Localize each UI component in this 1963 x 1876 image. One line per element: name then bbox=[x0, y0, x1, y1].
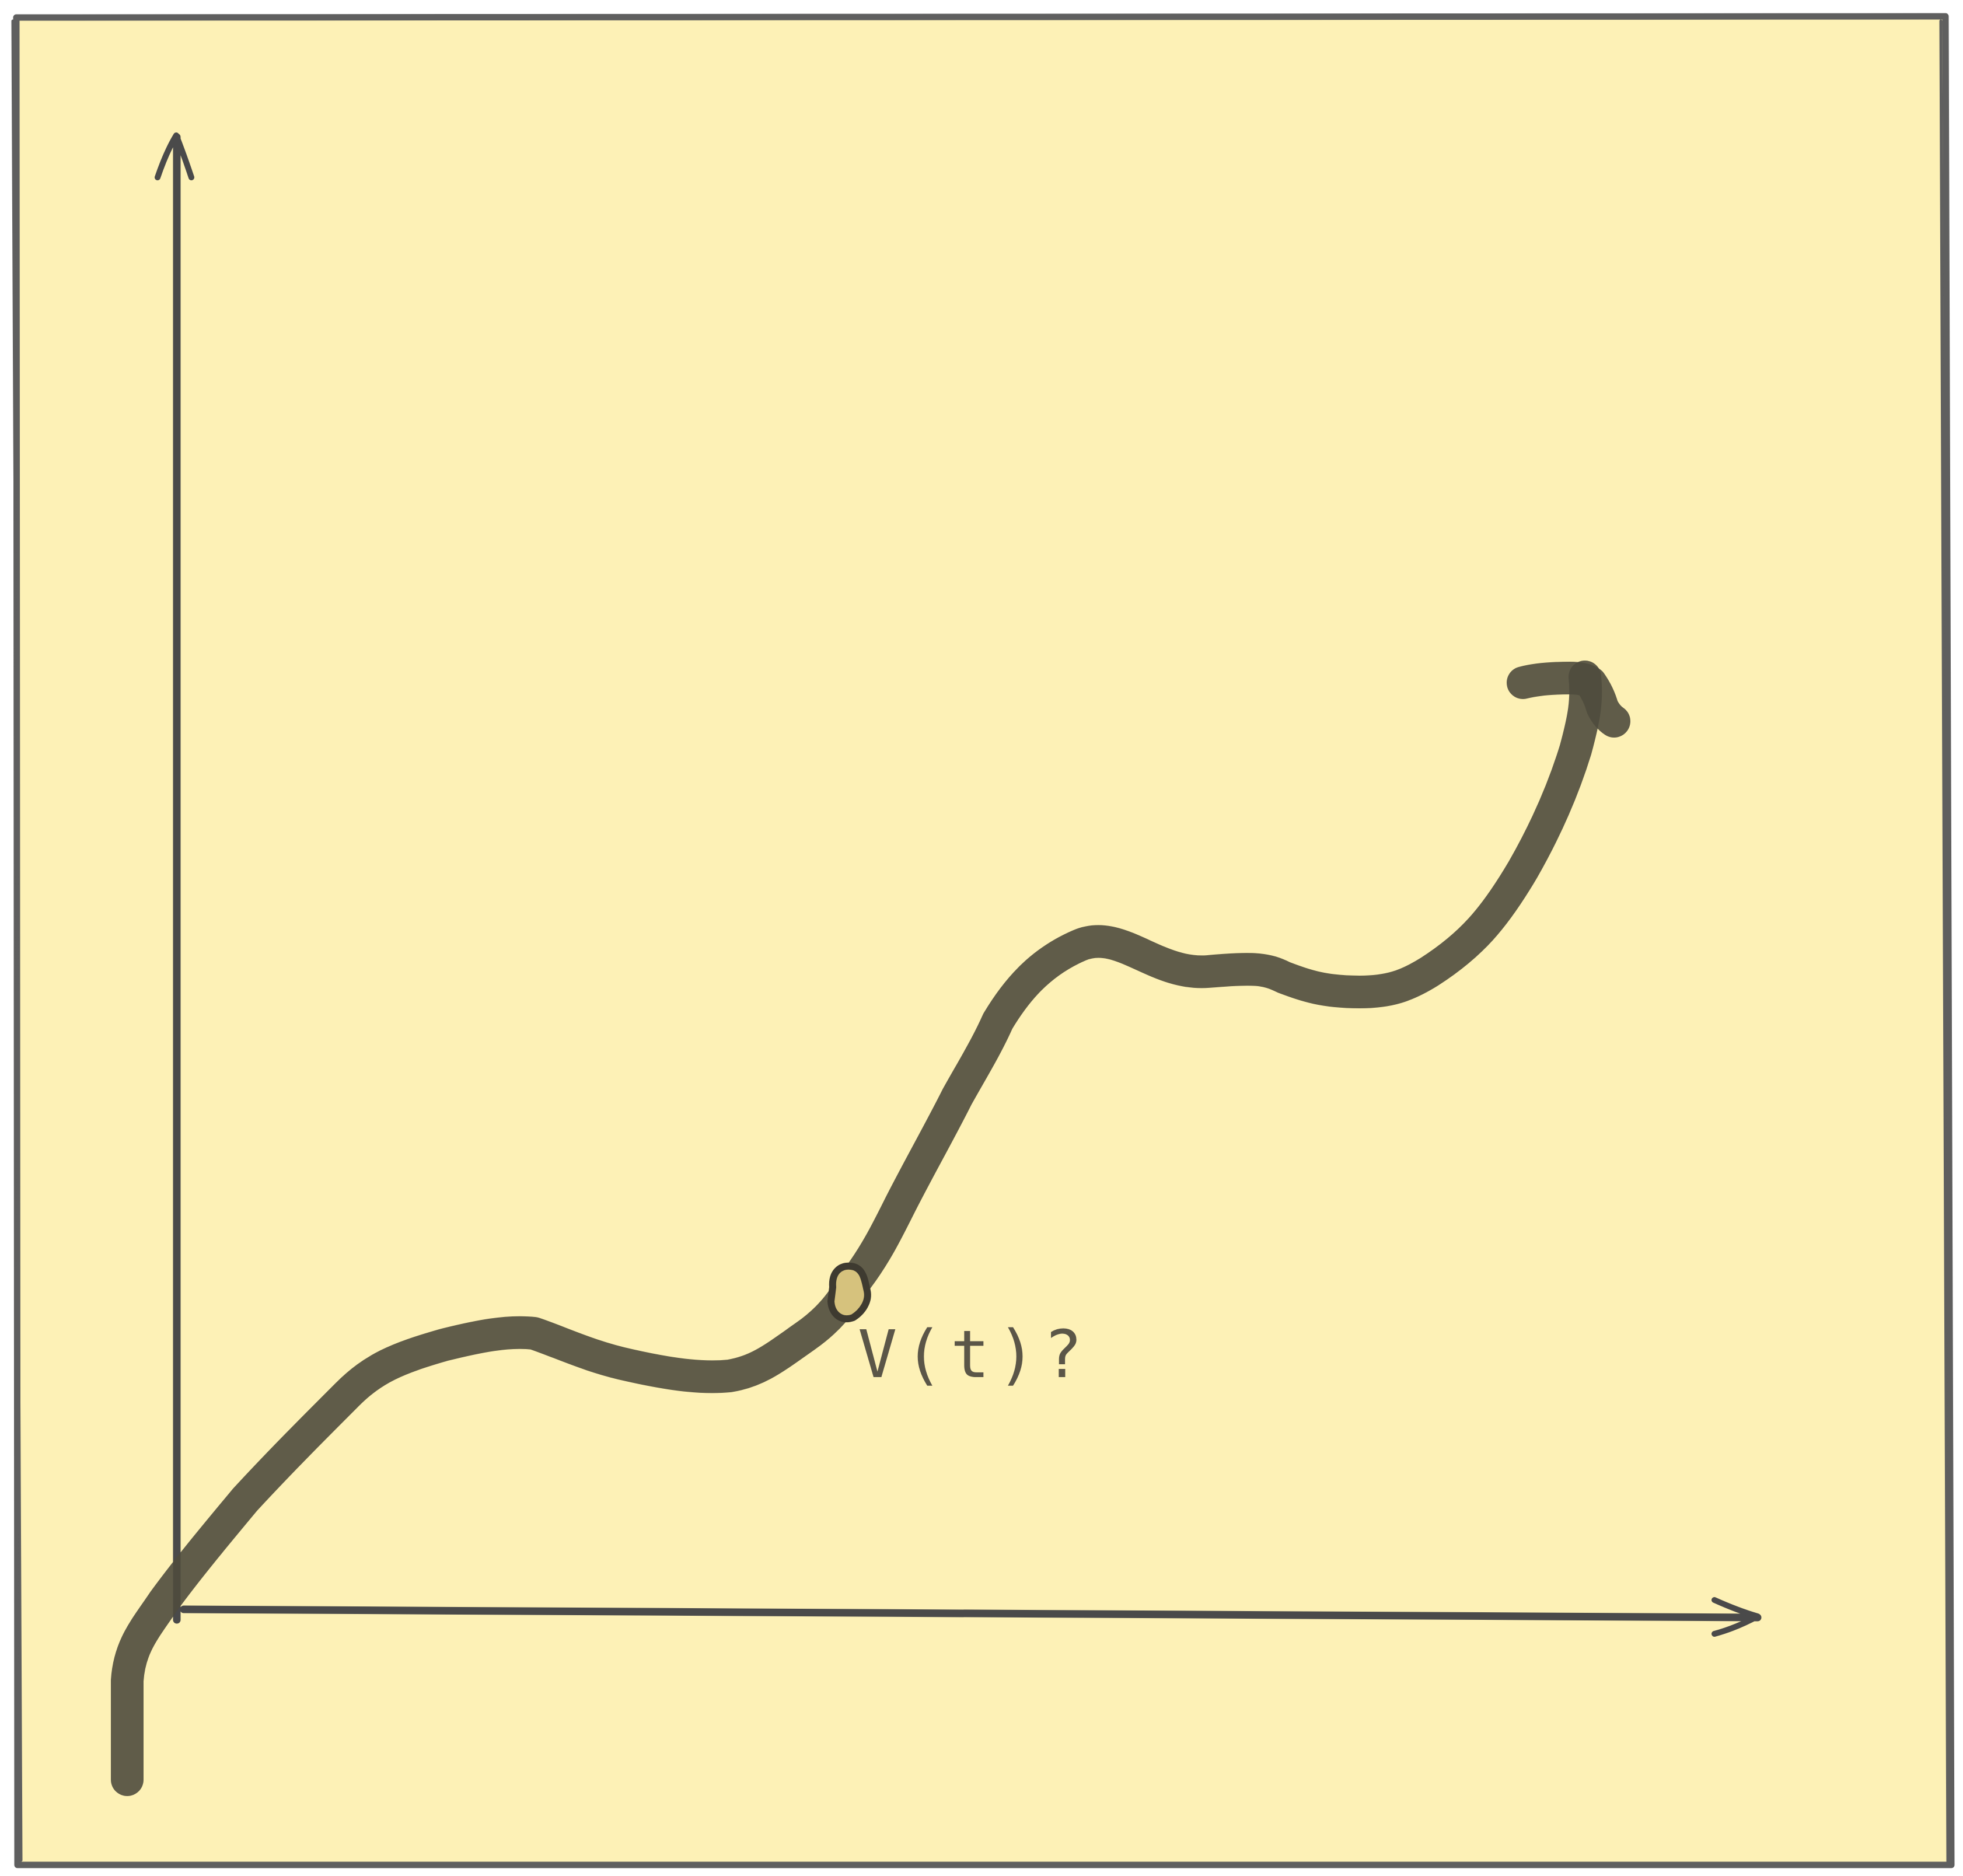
x-axis bbox=[180, 1597, 1762, 1637]
point-label: V(t)? bbox=[858, 1317, 1089, 1393]
curve-point-marker bbox=[827, 1262, 871, 1322]
note-frame-sketch-line bbox=[11, 19, 1950, 1863]
curve-point bbox=[827, 1262, 871, 1322]
curve-end-hook bbox=[1507, 662, 1630, 738]
y-axis bbox=[155, 132, 194, 1624]
x-axis-arrowhead bbox=[1711, 1597, 1761, 1637]
y-axis-arrowhead bbox=[155, 132, 194, 180]
x-axis-line bbox=[180, 1605, 1762, 1622]
note-frame bbox=[13, 13, 1955, 1868]
trajectory-curve bbox=[111, 661, 1602, 1796]
